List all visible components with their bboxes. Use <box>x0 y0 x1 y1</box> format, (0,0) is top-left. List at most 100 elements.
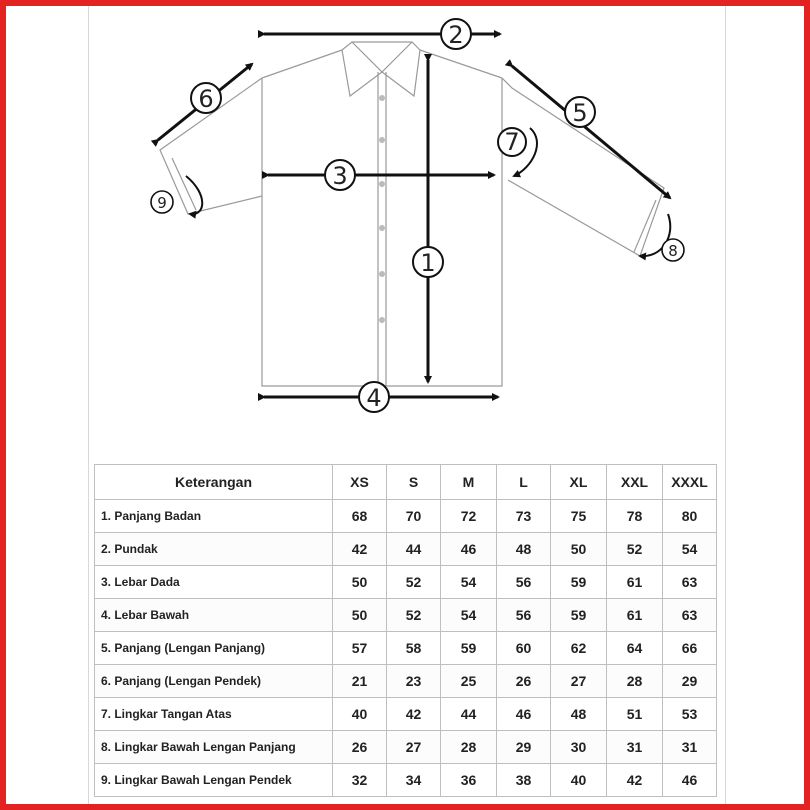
size-value-cell: 21 <box>332 664 387 698</box>
size-value-cell: 63 <box>662 565 717 599</box>
marker-6: 6 <box>190 82 222 114</box>
svg-text:4: 4 <box>366 384 381 412</box>
size-value-cell: 61 <box>606 598 663 632</box>
shirt-outline <box>159 41 665 387</box>
marker-1: 1 <box>412 246 444 278</box>
svg-text:6: 6 <box>198 85 213 113</box>
header-description: Keterangan <box>94 464 333 500</box>
size-value-cell: 25 <box>440 664 497 698</box>
size-value-cell: 59 <box>440 631 497 665</box>
size-value-cell: 42 <box>606 763 663 797</box>
size-value-cell: 63 <box>662 598 717 632</box>
size-value-cell: 56 <box>496 565 551 599</box>
size-value-cell: 52 <box>386 565 441 599</box>
shirt-buttons <box>379 95 385 323</box>
size-value-cell: 50 <box>550 532 607 566</box>
marker-2: 2 <box>440 18 472 50</box>
marker-8: 8 <box>661 238 685 262</box>
size-value-cell: 80 <box>662 499 717 533</box>
shirt-diagram: 1 2 3 4 5 6 7 8 9 <box>150 18 685 413</box>
size-value-cell: 62 <box>550 631 607 665</box>
size-value-cell: 44 <box>386 532 441 566</box>
size-value-cell: 32 <box>332 763 387 797</box>
size-value-cell: 42 <box>386 697 441 731</box>
size-value-cell: 27 <box>550 664 607 698</box>
size-value-cell: 68 <box>332 499 387 533</box>
size-value-cell: 31 <box>606 730 663 764</box>
size-value-cell: 42 <box>332 532 387 566</box>
size-value-cell: 28 <box>606 664 663 698</box>
size-value-cell: 30 <box>550 730 607 764</box>
size-value-cell: 56 <box>496 598 551 632</box>
size-value-cell: 64 <box>606 631 663 665</box>
size-value-cell: 29 <box>496 730 551 764</box>
svg-text:3: 3 <box>332 162 347 190</box>
row-label: 8. Lingkar Bawah Lengan Panjang <box>94 730 333 764</box>
size-value-cell: 78 <box>606 499 663 533</box>
row-label: 1. Panjang Badan <box>94 499 333 533</box>
header-size-l: L <box>496 464 551 500</box>
size-value-cell: 27 <box>386 730 441 764</box>
marker-3: 3 <box>324 159 356 191</box>
size-value-cell: 46 <box>440 532 497 566</box>
size-value-cell: 61 <box>606 565 663 599</box>
row-label: 9. Lingkar Bawah Lengan Pendek <box>94 763 333 797</box>
svg-text:1: 1 <box>420 249 435 277</box>
size-value-cell: 50 <box>332 598 387 632</box>
size-value-cell: 29 <box>662 664 717 698</box>
size-value-cell: 53 <box>662 697 717 731</box>
size-value-cell: 23 <box>386 664 441 698</box>
size-value-cell: 54 <box>662 532 717 566</box>
size-value-cell: 51 <box>606 697 663 731</box>
size-value-cell: 60 <box>496 631 551 665</box>
header-size-xl: XL <box>550 464 607 500</box>
marker-5: 5 <box>564 96 596 128</box>
size-value-cell: 73 <box>496 499 551 533</box>
row-label: 7. Lingkar Tangan Atas <box>94 697 333 731</box>
size-value-cell: 28 <box>440 730 497 764</box>
svg-text:5: 5 <box>572 99 587 127</box>
row-label: 2. Pundak <box>94 532 333 566</box>
size-value-cell: 34 <box>386 763 441 797</box>
size-value-cell: 75 <box>550 499 607 533</box>
svg-text:2: 2 <box>448 21 463 49</box>
svg-text:7: 7 <box>504 128 519 156</box>
svg-text:9: 9 <box>157 194 167 212</box>
size-value-cell: 54 <box>440 565 497 599</box>
size-value-cell: 46 <box>496 697 551 731</box>
row-label: 5. Panjang (Lengan Panjang) <box>94 631 333 665</box>
size-value-cell: 59 <box>550 565 607 599</box>
header-size-xxl: XXL <box>606 464 663 500</box>
size-chart-table: Keterangan XS S M L XL XXL XXXL 1. Panja… <box>94 464 717 797</box>
marker-4: 4 <box>358 381 390 413</box>
size-value-cell: 70 <box>386 499 441 533</box>
size-value-cell: 66 <box>662 631 717 665</box>
size-value-cell: 40 <box>550 763 607 797</box>
size-value-cell: 52 <box>386 598 441 632</box>
row-label: 3. Lebar Dada <box>94 565 333 599</box>
size-value-cell: 58 <box>386 631 441 665</box>
size-value-cell: 54 <box>440 598 497 632</box>
table-header-row: Keterangan XS S M L XL XXL XXXL <box>94 464 717 500</box>
size-value-cell: 59 <box>550 598 607 632</box>
size-value-cell: 36 <box>440 763 497 797</box>
size-value-cell: 44 <box>440 697 497 731</box>
size-value-cell: 48 <box>550 697 607 731</box>
marker-9: 9 <box>150 190 174 214</box>
svg-text:8: 8 <box>668 242 678 260</box>
size-value-cell: 38 <box>496 763 551 797</box>
size-value-cell: 50 <box>332 565 387 599</box>
size-value-cell: 52 <box>606 532 663 566</box>
row-label: 6. Panjang (Lengan Pendek) <box>94 664 333 698</box>
size-value-cell: 40 <box>332 697 387 731</box>
header-size-s: S <box>386 464 441 500</box>
